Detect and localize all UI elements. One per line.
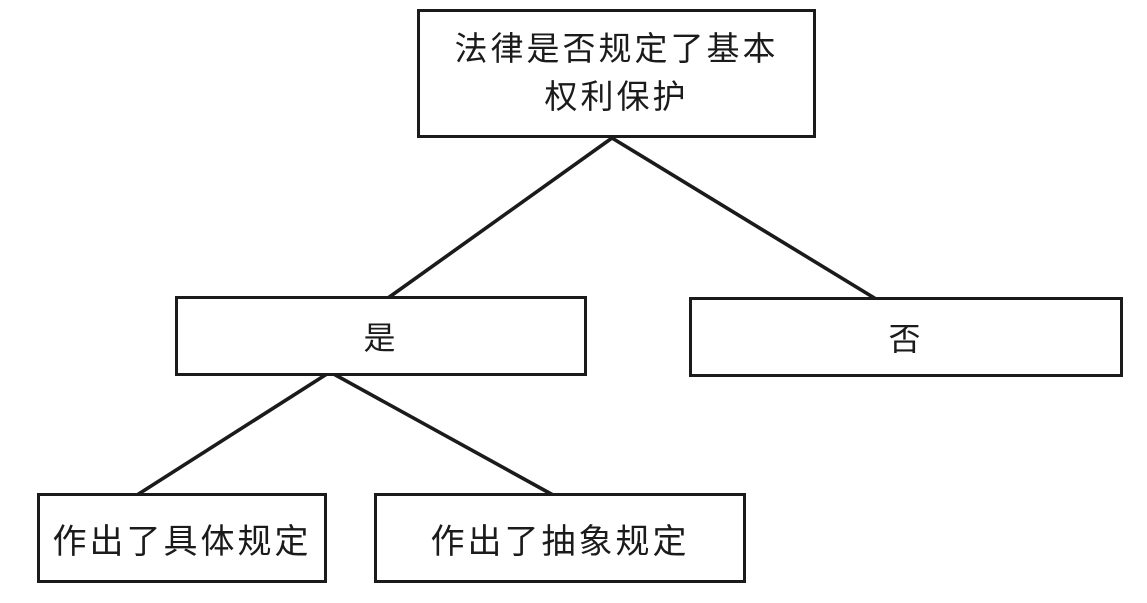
edge-yes-concrete [136, 370, 331, 497]
node-root-question: 法律是否规定了基本 权利保护 [417, 9, 816, 138]
node-root-label-line1: 法律是否规定了基本 [454, 31, 779, 68]
edge-yes-abstract [329, 370, 554, 497]
edge-root-yes [386, 136, 614, 300]
node-yes: 是 [175, 296, 587, 376]
node-concrete-provision-label: 作出了具体规定 [52, 523, 312, 561]
node-no-label: 否 [888, 321, 924, 357]
node-root-label-line2: 权利保护 [544, 79, 689, 116]
node-concrete-provision: 作出了具体规定 [37, 493, 327, 583]
node-abstract-provision-label: 作出了抽象规定 [430, 523, 690, 561]
node-root-label: 法律是否规定了基本 权利保护 [455, 26, 779, 122]
edge-root-no [611, 136, 877, 301]
node-no: 否 [689, 297, 1123, 377]
node-abstract-provision: 作出了抽象规定 [374, 493, 746, 583]
node-yes-label: 是 [363, 320, 399, 356]
